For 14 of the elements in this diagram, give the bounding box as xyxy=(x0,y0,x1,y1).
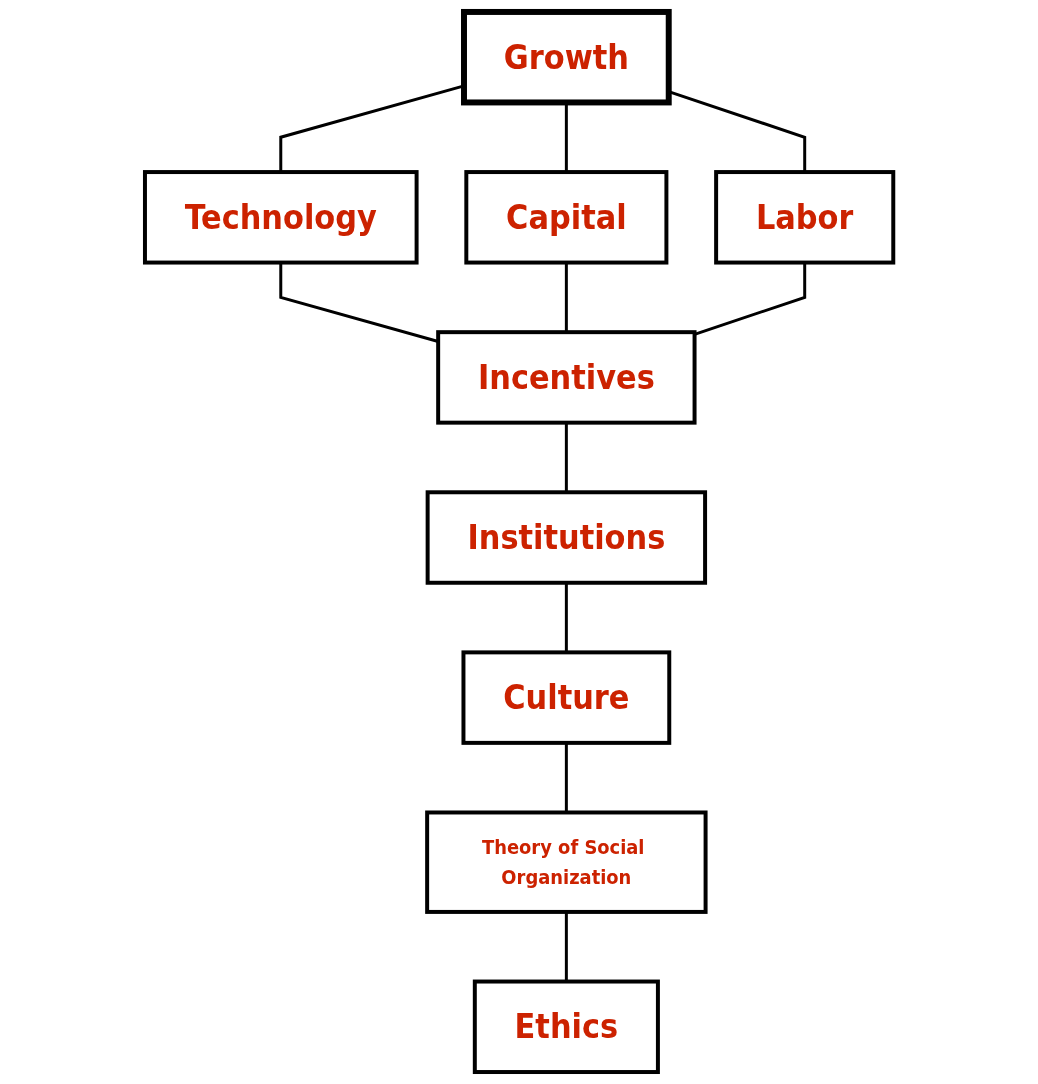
node-box: Incentives xyxy=(436,330,697,425)
connector xyxy=(564,742,568,813)
connector xyxy=(564,262,568,333)
node-box: Theory of Social Organization xyxy=(425,810,708,914)
node-box: Technology xyxy=(142,170,419,265)
connector xyxy=(564,422,568,493)
node-box: Ethics xyxy=(472,979,660,1074)
node-box: Institutions xyxy=(425,490,707,585)
node-box: Growth xyxy=(460,8,672,106)
connector xyxy=(564,582,568,653)
node-box: Capital xyxy=(464,170,669,265)
node-box: Labor xyxy=(714,170,896,265)
node-box: Culture xyxy=(461,650,672,745)
connector xyxy=(564,911,568,982)
